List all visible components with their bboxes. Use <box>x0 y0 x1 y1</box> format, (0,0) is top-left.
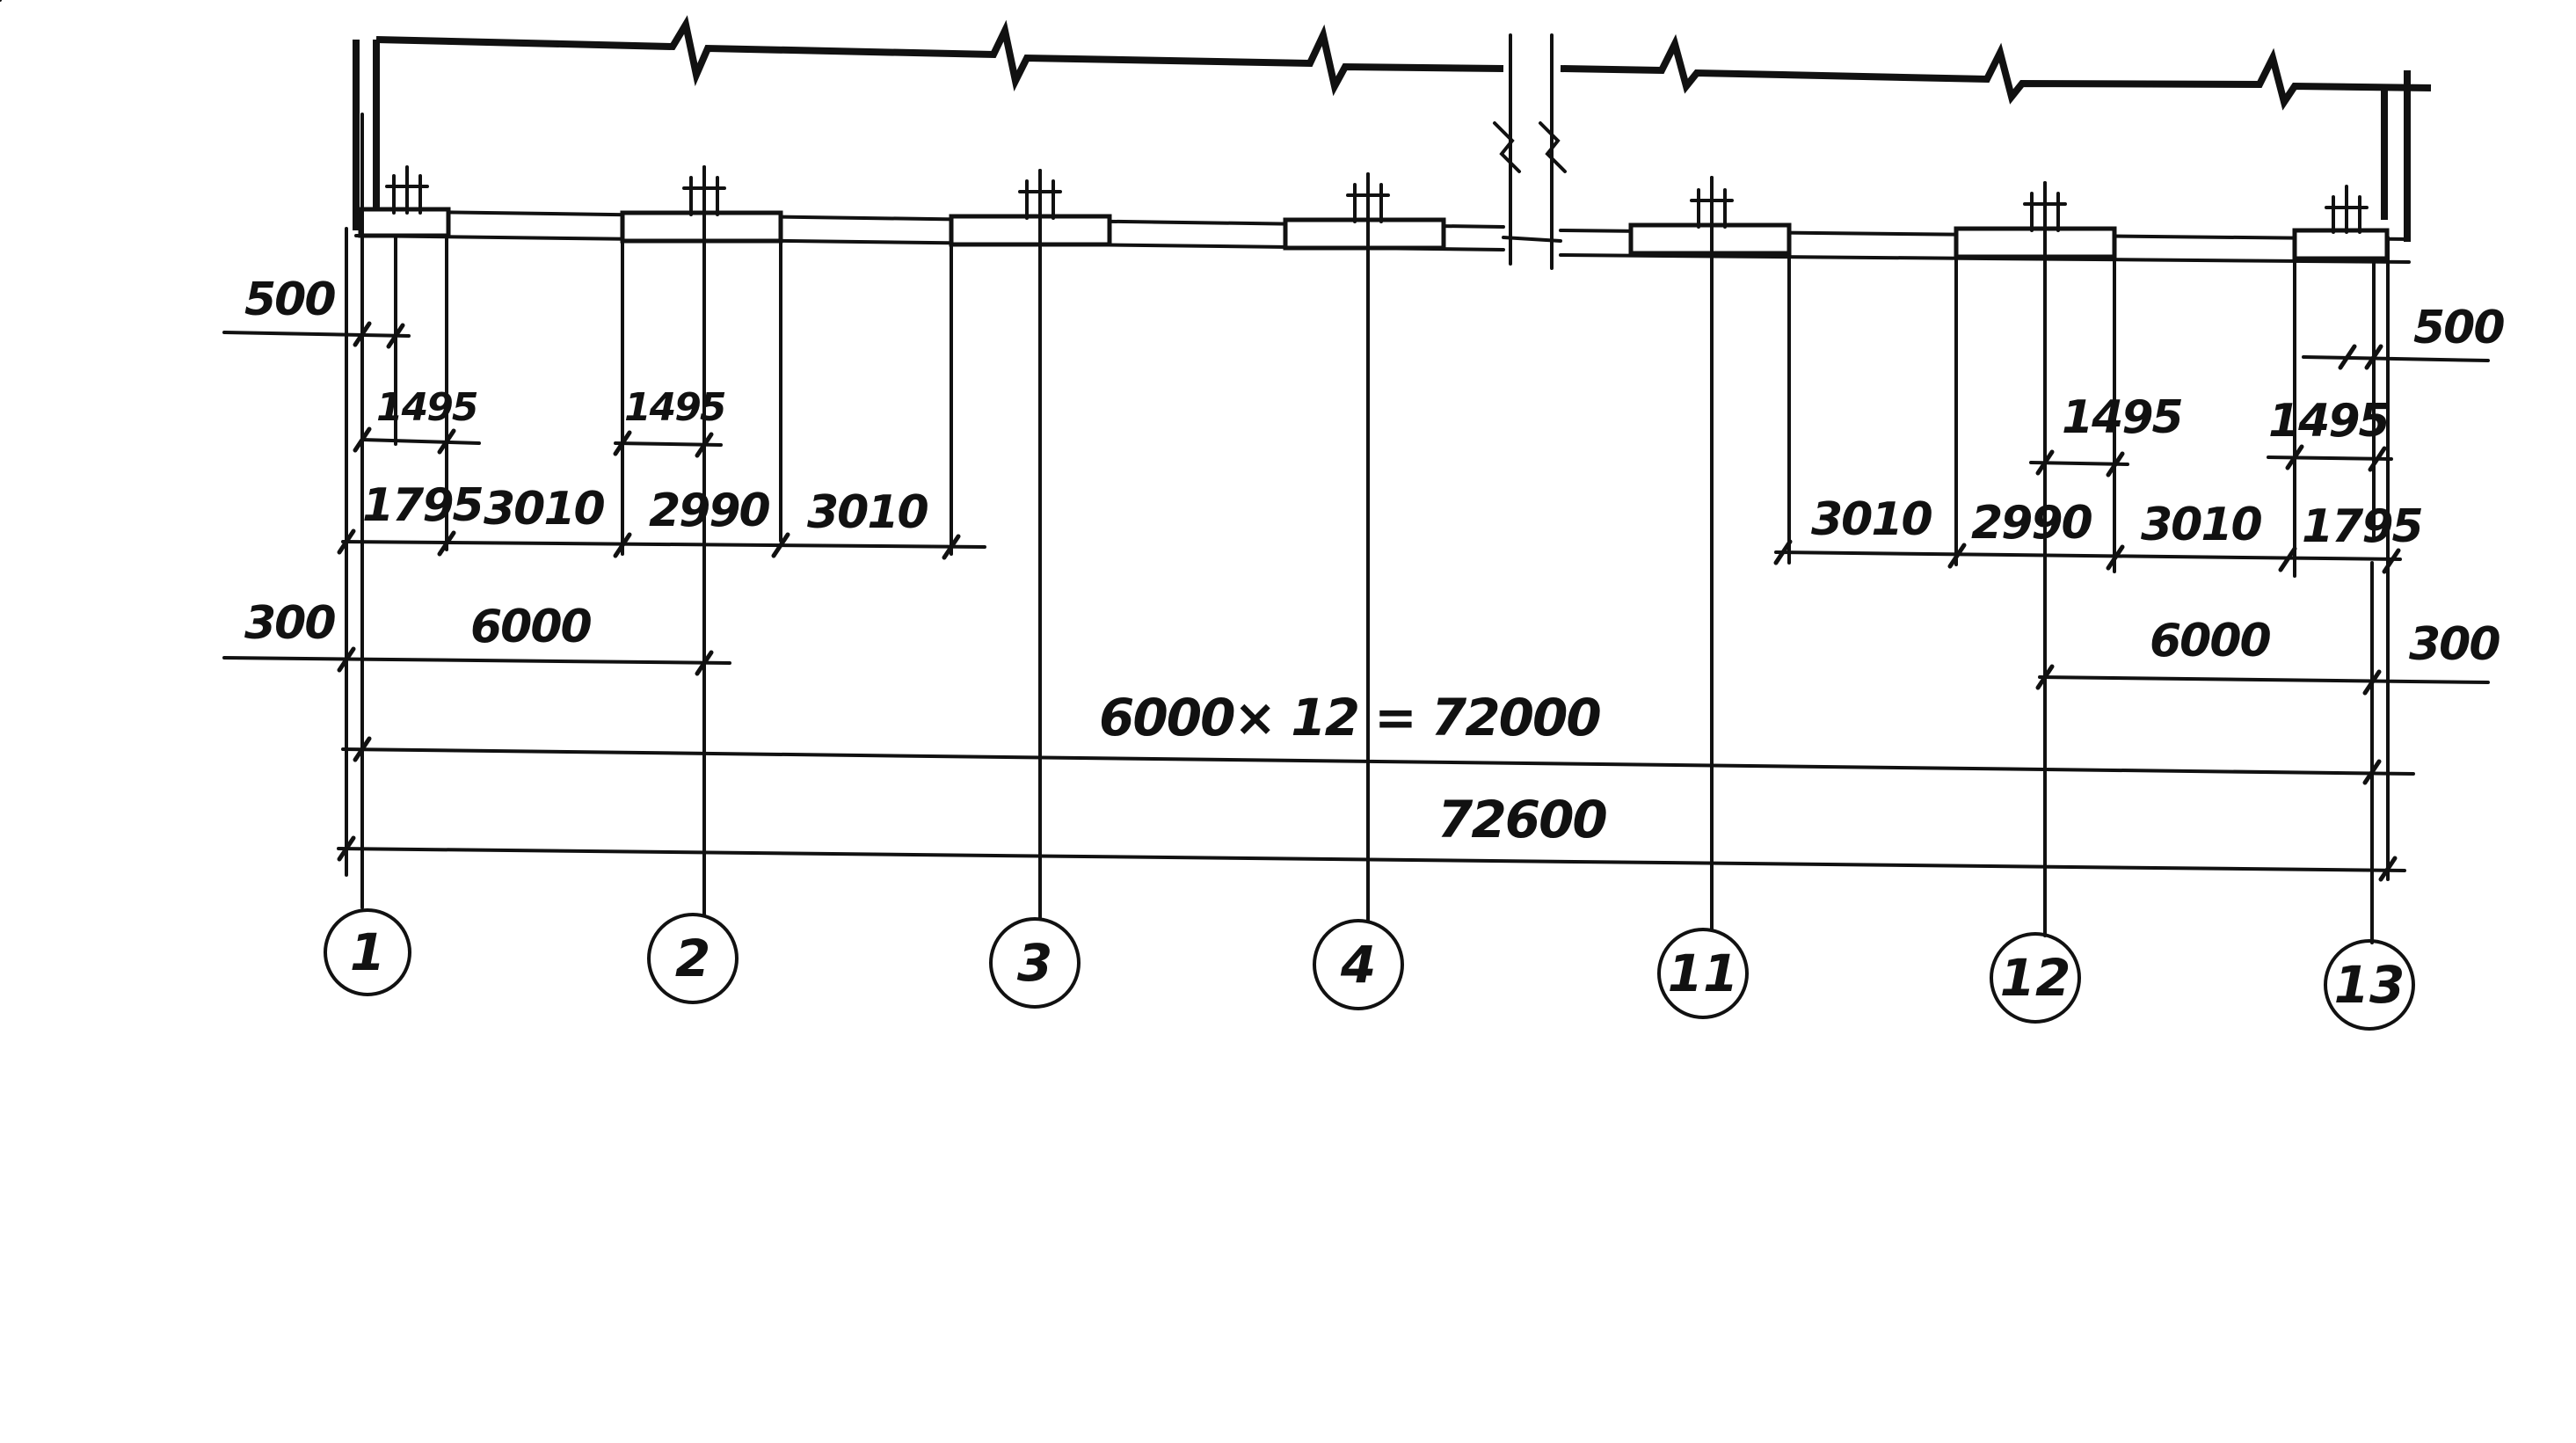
axis-marker-3: 3 <box>989 917 1081 1009</box>
dim-6000-left: 6000 <box>470 601 592 653</box>
dim-2990-left: 2990 <box>649 485 770 537</box>
dim-3010-left-a: 3010 <box>484 483 605 536</box>
top-wall-right <box>1560 33 2432 111</box>
axis-label-12: 12 <box>2000 948 2071 1008</box>
dim-1795-left: 1795 <box>362 479 483 532</box>
dim-500-left: 500 <box>244 273 335 326</box>
panel <box>1283 217 1446 251</box>
right-dimensions <box>1773 344 2490 696</box>
panel <box>2292 228 2390 261</box>
panel <box>1954 226 2117 259</box>
dim-6000-right: 6000 <box>2150 615 2271 667</box>
axis-marker-12: 12 <box>1990 932 2081 1024</box>
break-symbol <box>1493 121 1567 173</box>
axis-marker-11: 11 <box>1657 928 1749 1019</box>
axis-label-13: 13 <box>2334 955 2405 1015</box>
dim-1495-right-a: 1495 <box>2062 391 2182 444</box>
dim-1495-left-a: 1495 <box>376 385 477 430</box>
axis-marker-1: 1 <box>324 908 411 996</box>
dim-1495-left-b: 1495 <box>624 385 725 430</box>
dim-3010-right-b: 3010 <box>2141 499 2262 551</box>
axis-lines <box>0 0 2390 944</box>
axis-label-11: 11 <box>1668 944 1739 1003</box>
right-wall <box>2381 70 2411 242</box>
axis-label-3: 3 <box>1017 933 1052 993</box>
axis-markers: 1 2 3 4 11 12 13 <box>324 908 2415 1031</box>
panel <box>620 210 783 244</box>
left-wall <box>353 40 413 230</box>
panel <box>949 214 1112 247</box>
dim-total-span: 6000× 12 = 72000 <box>1099 688 1600 747</box>
top-wall-left <box>375 15 1504 97</box>
dim-2990-right: 2990 <box>1971 497 2092 550</box>
dim-3010-right-a: 3010 <box>1811 493 1932 546</box>
axis-marker-2: 2 <box>647 913 739 1004</box>
dim-1795-right: 1795 <box>2302 500 2422 553</box>
wall-panels <box>358 207 2390 261</box>
dim-300-right: 300 <box>2409 618 2500 671</box>
dim-3010-left-b: 3010 <box>807 486 928 539</box>
axis-label-2: 2 <box>675 929 710 988</box>
dim-1495-right-b: 1495 <box>2268 395 2389 448</box>
column-heads <box>385 165 2369 234</box>
axis-label-1: 1 <box>350 922 385 982</box>
dim-500-right: 500 <box>2413 302 2504 354</box>
panel <box>358 207 451 238</box>
dim-300-left: 300 <box>244 597 335 650</box>
building-outline <box>353 15 2432 270</box>
dimension-labels: 500 1495 1495 1795 3010 2990 3010 300 60… <box>244 273 2506 849</box>
axis-marker-13: 13 <box>2324 939 2415 1031</box>
axis-marker-4: 4 <box>1313 919 1404 1010</box>
dim-overall: 72600 <box>1437 790 1606 849</box>
axis-label-4: 4 <box>1340 935 1376 995</box>
left-dimensions <box>222 321 2415 882</box>
